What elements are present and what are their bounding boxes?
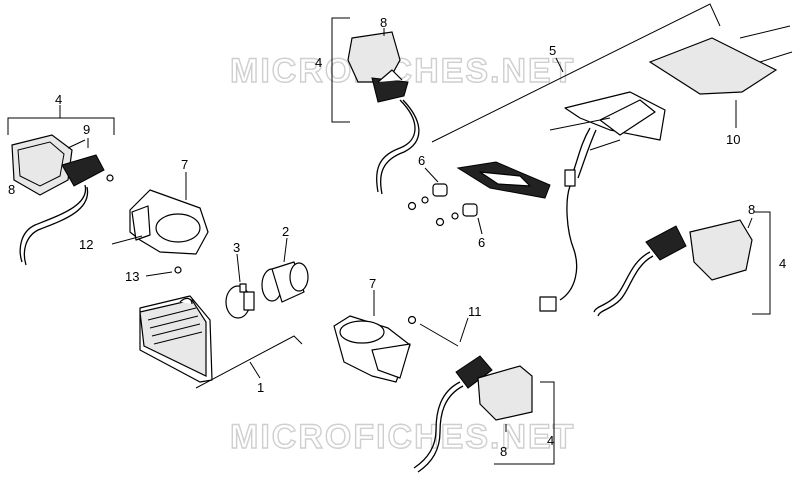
- callout-1: 1: [257, 380, 264, 395]
- callout-3: 3: [233, 240, 240, 255]
- headlight-bracket-left: [111, 189, 209, 274]
- bulb-3: [225, 283, 255, 319]
- bracket-1: [195, 335, 303, 389]
- callout-8-bottom: 8: [500, 444, 507, 459]
- callout-5: 5: [549, 43, 556, 58]
- callout-6-bottom: 6: [478, 235, 485, 250]
- callout-7-left: 7: [181, 157, 188, 172]
- turn-signal-front-left: [11, 134, 114, 266]
- callout-8-right: 8: [748, 202, 755, 217]
- bracket-4-bottom: [494, 381, 555, 465]
- bracket-4-topcenter: [331, 17, 350, 123]
- turn-signal-top-center: [347, 31, 420, 195]
- callout-4-bottom: 4: [547, 433, 554, 448]
- headlight-1: [139, 295, 213, 383]
- bracket-4-right: [752, 211, 771, 315]
- callout-9: 9: [83, 122, 90, 137]
- license-plate-holder: [456, 25, 793, 312]
- watermark-bottom: MICROFICHES.NET: [230, 418, 575, 456]
- callout-4-right: 4: [779, 256, 786, 271]
- callout-6-top: 6: [418, 153, 425, 168]
- turn-signal-right: [593, 219, 753, 317]
- callout-7-bottom: 7: [369, 276, 376, 291]
- callout-11: 11: [468, 304, 482, 319]
- callout-2: 2: [282, 224, 289, 239]
- callout-10: 10: [726, 132, 740, 147]
- rubber-cap-2: [261, 261, 309, 303]
- spacer-set-6: [407, 183, 478, 227]
- callout-8-topcenter: 8: [380, 15, 387, 30]
- callout-12: 12: [79, 237, 93, 252]
- callout-8-topleft: 8: [8, 182, 15, 197]
- callout-13: 13: [125, 269, 139, 284]
- callout-4-topcenter: 4: [315, 55, 322, 70]
- turn-signal-bottom: [413, 355, 533, 473]
- callout-4-topleft: 4: [55, 92, 62, 107]
- headlight-bracket-bottom: [333, 315, 459, 383]
- bracket-4-topleft: [7, 117, 115, 135]
- bracket-5: [431, 3, 721, 143]
